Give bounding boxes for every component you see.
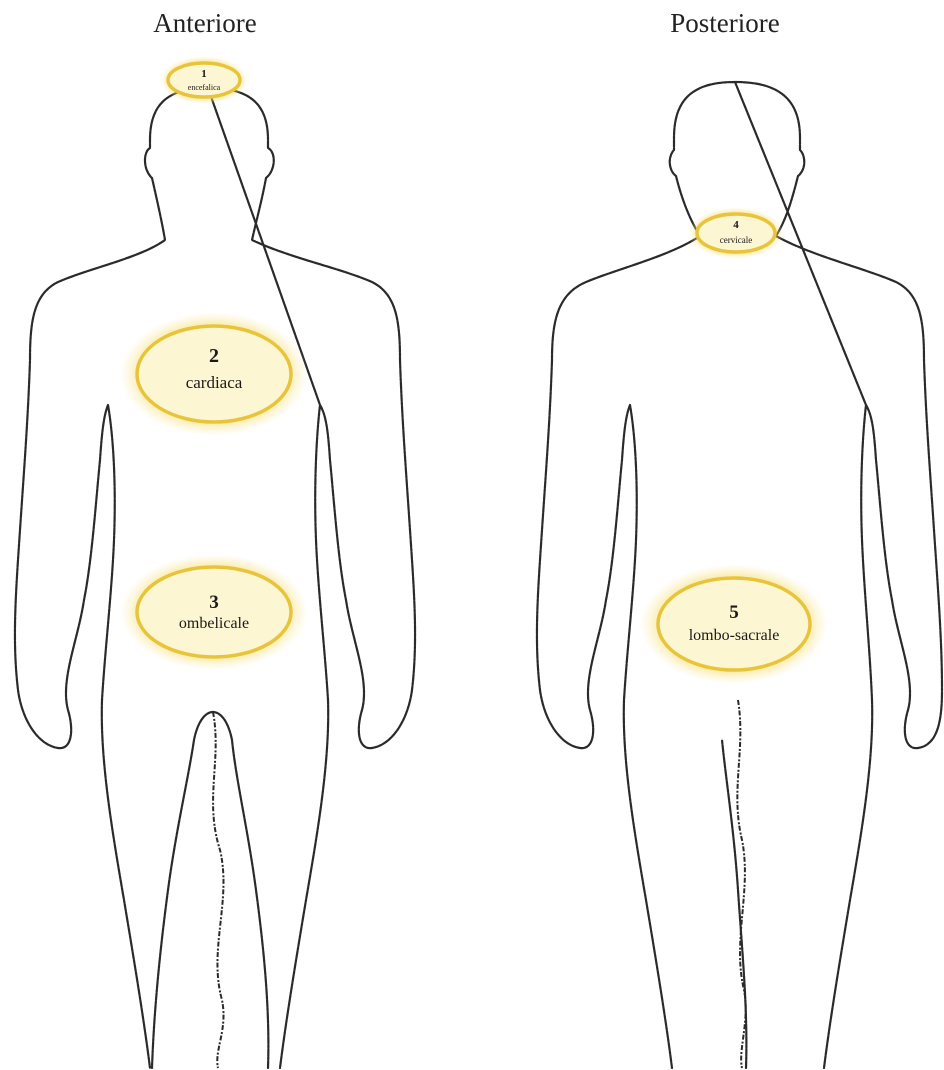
zone-4-number: 4 xyxy=(733,219,739,231)
zone-1-encefalica: 1 encefalica xyxy=(160,56,248,104)
zone-2-label: cardiaca xyxy=(186,373,243,392)
zone-2-cardiaca: 2 cardiaca xyxy=(120,312,308,436)
zone-5-number: 5 xyxy=(729,602,739,623)
front-leg-divider xyxy=(213,712,224,1068)
zone-5-ring xyxy=(658,578,810,670)
zone-3-number: 3 xyxy=(209,592,219,613)
zone-1-label: encefalica xyxy=(188,83,221,92)
zone-1-number: 1 xyxy=(201,68,207,80)
zone-3-label: ombelicale xyxy=(179,615,249,632)
zone-2-number: 2 xyxy=(209,345,219,367)
zone-5-label: lombo-sacrale xyxy=(689,627,780,644)
zone-3-ombelicale: 3 ombelicale xyxy=(120,554,308,670)
zone-4-label: cervicale xyxy=(720,235,752,245)
zone-5-lombo-sacrale: 5 lombo-sacrale xyxy=(640,564,828,684)
zone-4-cervicale: 4 cervicale xyxy=(688,207,784,259)
